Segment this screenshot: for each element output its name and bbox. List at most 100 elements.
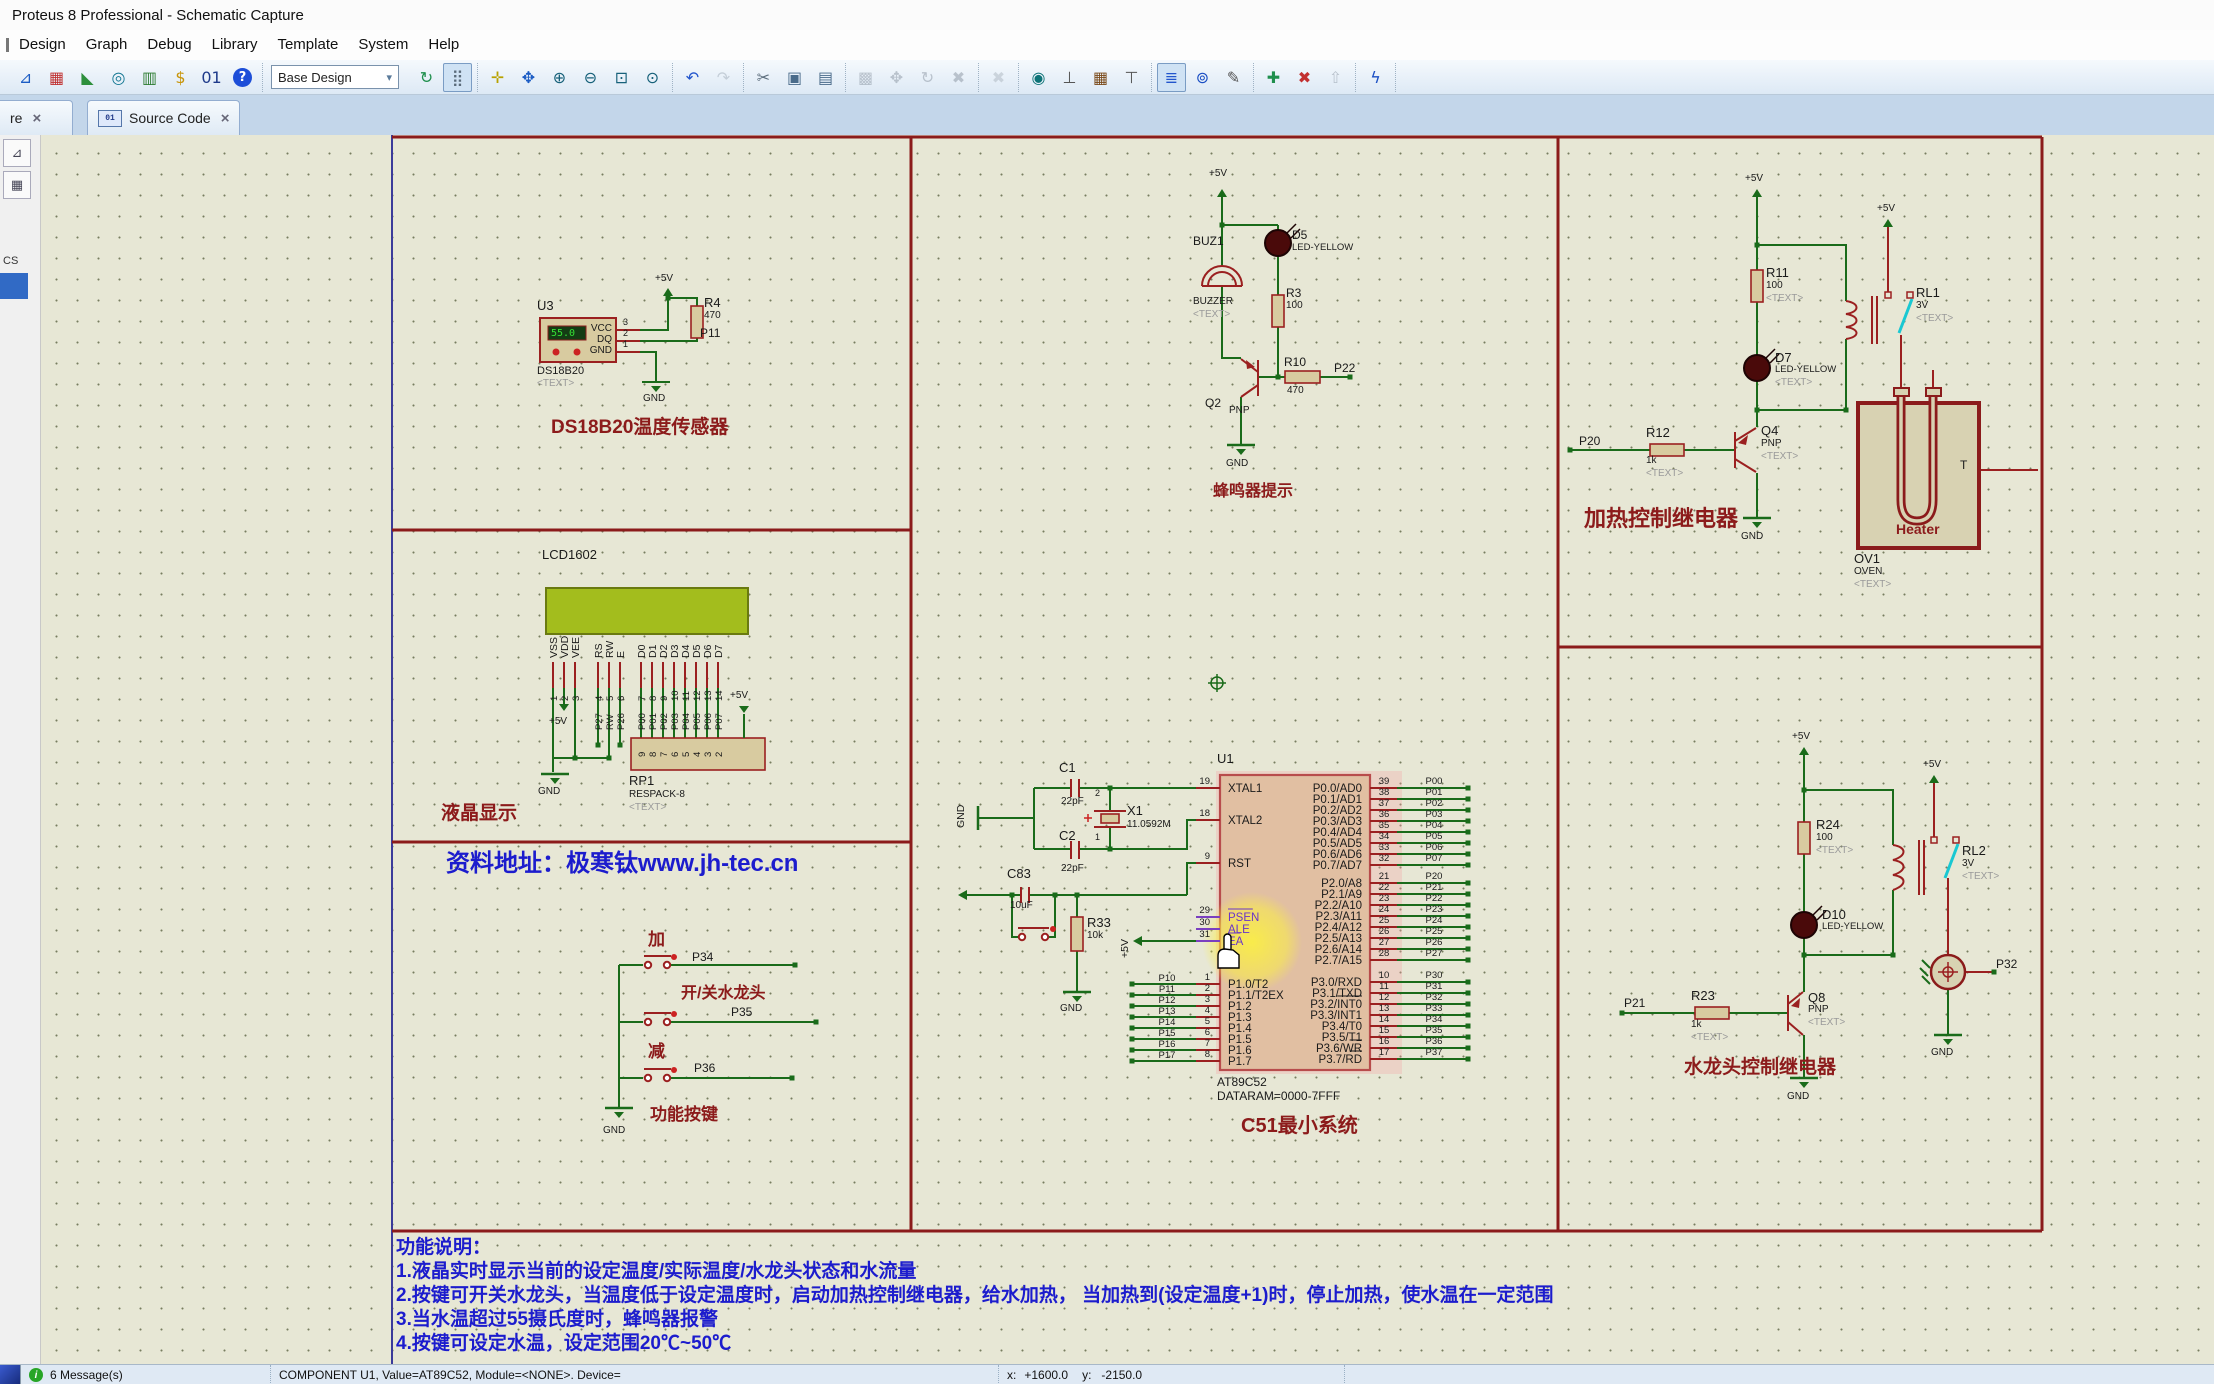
disabled-button[interactable]: ✖ bbox=[984, 63, 1013, 92]
copy-button[interactable]: ▣ bbox=[780, 63, 809, 92]
help-button[interactable]: ? bbox=[228, 63, 257, 92]
design-combo[interactable]: Base Design ▾ bbox=[271, 65, 399, 89]
bom-button[interactable]: $ bbox=[166, 63, 195, 92]
menu-item-debug[interactable]: Debug bbox=[147, 36, 192, 53]
schematic-capture-button[interactable]: ⊿ bbox=[11, 63, 40, 92]
block-move-icon: ✥ bbox=[889, 67, 904, 87]
mesh-tool-button[interactable]: ▦ bbox=[1086, 63, 1115, 92]
toolbar-group: ϟ bbox=[1356, 62, 1396, 92]
device-list-selected-item[interactable] bbox=[0, 273, 28, 299]
schematic-canvas[interactable] bbox=[40, 135, 2214, 1364]
goto-parent-button[interactable]: ⇧ bbox=[1321, 63, 1350, 92]
c83-ref: C83 bbox=[1007, 866, 1031, 881]
pan-button[interactable]: ✥ bbox=[514, 63, 543, 92]
r10-ref: R10 bbox=[1284, 355, 1307, 369]
cut-button[interactable]: ✂ bbox=[749, 63, 778, 92]
terminal-tool-button[interactable]: ⊥ bbox=[1055, 63, 1084, 92]
refresh-button[interactable]: ↻ bbox=[412, 63, 441, 92]
menu-item-template[interactable]: Template bbox=[277, 36, 339, 53]
component-mode-button[interactable]: ▦ bbox=[3, 171, 31, 199]
buz1-text: <TEXT> bbox=[1193, 309, 1231, 320]
search-button[interactable]: ⊚ bbox=[1188, 63, 1217, 92]
close-icon[interactable]: × bbox=[32, 109, 42, 127]
wire-autoroute-button[interactable]: ≣ bbox=[1157, 62, 1186, 92]
design-explorer-icon: ▥ bbox=[141, 67, 158, 87]
net-label: P22 bbox=[1334, 361, 1356, 375]
d5-ref: D5 bbox=[1292, 228, 1308, 242]
d7-text: <TEXT> bbox=[1775, 377, 1813, 388]
x-label: x: bbox=[1007, 1368, 1017, 1382]
close-icon[interactable]: × bbox=[220, 109, 230, 127]
pcb-layout-button[interactable]: ▦ bbox=[42, 63, 71, 92]
menu-bar: Design Graph Debug Library Template System Hel… bbox=[0, 30, 2214, 61]
block-rotate-button[interactable]: ↻ bbox=[913, 63, 942, 92]
power-label: +5V bbox=[1792, 731, 1811, 742]
r4-value: 470 bbox=[704, 310, 721, 321]
toolbar-group: ✛✥ ⊕ ⊖ ⊡ ⊙ bbox=[478, 62, 673, 92]
menu-item-design[interactable]: Design bbox=[19, 36, 66, 53]
info-icon: i bbox=[29, 1368, 43, 1382]
grid-toggle-button[interactable]: ⣿ bbox=[443, 62, 472, 92]
pin-number: 1 bbox=[1095, 832, 1101, 842]
zoom-sheet-button[interactable]: ⊙ bbox=[638, 63, 667, 92]
hammer-tool-button[interactable]: ⊤ bbox=[1117, 63, 1146, 92]
status-messages[interactable]: i 6 Message(s) bbox=[21, 1365, 271, 1384]
r33-ref: R33 bbox=[1087, 915, 1111, 930]
pin-number: 2 bbox=[1095, 788, 1101, 798]
undo-button[interactable]: ↶ bbox=[678, 63, 707, 92]
r12-text: <TEXT> bbox=[1646, 468, 1684, 479]
origin-button[interactable]: ✛ bbox=[483, 63, 512, 92]
source-code-button[interactable]: 01 bbox=[197, 63, 226, 92]
zoom-in-icon: ⊕ bbox=[552, 67, 567, 87]
zoom-out-button[interactable]: ⊖ bbox=[576, 63, 605, 92]
menu-item-help[interactable]: Help bbox=[428, 36, 460, 53]
3d-visualizer-icon: ◣ bbox=[81, 67, 94, 87]
tab-source-code[interactable]: 01 Source Code × bbox=[87, 100, 241, 135]
x1-value: 11.0592M bbox=[1127, 819, 1171, 830]
block-copy-button[interactable]: ▩ bbox=[851, 63, 880, 92]
net-label: P32 bbox=[1996, 957, 2018, 971]
bom-icon: $ bbox=[175, 67, 186, 87]
pcb-layout-icon: ▦ bbox=[48, 67, 65, 87]
tab-label: Source Code bbox=[129, 110, 211, 126]
redo-button[interactable]: ↷ bbox=[709, 63, 738, 92]
y-value: -2150.0 bbox=[1101, 1368, 1143, 1382]
zoom-select-button[interactable]: ◉ bbox=[1024, 63, 1053, 92]
menu-item-library[interactable]: Library bbox=[211, 36, 258, 53]
menu-item-graph[interactable]: Graph bbox=[85, 36, 128, 53]
menu-item-system[interactable]: System bbox=[358, 36, 409, 53]
tab-schematic-partial[interactable]: re × bbox=[0, 100, 73, 135]
app-corner-icon bbox=[0, 1365, 21, 1384]
3d-visualizer-button[interactable]: ◣ bbox=[73, 63, 102, 92]
message-count: 6 Message(s) bbox=[50, 1368, 123, 1382]
ground-label: GND bbox=[1060, 1003, 1083, 1014]
power-label: +5V bbox=[730, 690, 749, 701]
zoom-area-icon: ⊡ bbox=[614, 67, 629, 87]
remove-sheet-button[interactable]: ✖ bbox=[1290, 63, 1319, 92]
erc-button[interactable]: ϟ bbox=[1361, 63, 1390, 92]
rp1-ref: RP1 bbox=[629, 773, 655, 788]
paste-button[interactable]: ▤ bbox=[811, 63, 840, 92]
rl2-value: 3V bbox=[1962, 858, 1975, 869]
new-sheet-button[interactable]: ✚ bbox=[1259, 63, 1288, 92]
watermark: 资料地址：极寒钛www.jh-tec.cn bbox=[446, 850, 799, 877]
property-tool-button[interactable]: ✎ bbox=[1219, 63, 1248, 92]
cropped-menu-item bbox=[6, 38, 9, 52]
selector-mode-button[interactable]: ⊿ bbox=[3, 139, 31, 167]
device-list-partial-label: CS bbox=[3, 255, 19, 267]
block-delete-button[interactable]: ✖ bbox=[944, 63, 973, 92]
gerber-viewer-button[interactable]: ◎ bbox=[104, 63, 133, 92]
q8-ref: Q8 bbox=[1808, 990, 1826, 1005]
net-label: P36 bbox=[694, 1061, 716, 1075]
block-move-button[interactable]: ✥ bbox=[882, 63, 911, 92]
design-combo-value: Base Design bbox=[278, 69, 352, 85]
power-label: +5V bbox=[1209, 168, 1228, 179]
q4-text: <TEXT> bbox=[1761, 451, 1799, 462]
zoom-area-button[interactable]: ⊡ bbox=[607, 63, 636, 92]
design-explorer-button[interactable]: ▥ bbox=[135, 63, 164, 92]
r3-value: 100 bbox=[1286, 300, 1303, 311]
zoom-in-button[interactable]: ⊕ bbox=[545, 63, 574, 92]
r11-text: <TEXT> bbox=[1766, 293, 1804, 304]
rl1-ref: RL1 bbox=[1916, 285, 1940, 300]
r24-value: 100 bbox=[1816, 832, 1833, 843]
